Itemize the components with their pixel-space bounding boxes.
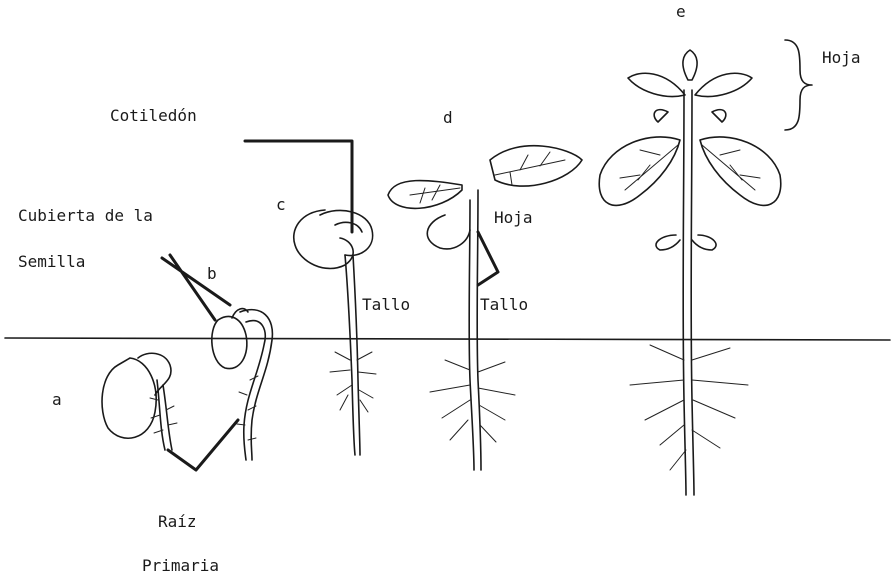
raiz-label-line1: Raíz xyxy=(158,514,197,530)
raiz-pointer xyxy=(168,420,238,470)
cubierta-pointer xyxy=(162,255,230,320)
stage-c-label: c xyxy=(276,197,286,213)
plant-e xyxy=(599,50,781,495)
stage-b-label: b xyxy=(207,266,217,282)
hoja-label-d: Hoja xyxy=(494,210,533,226)
raiz-label-line2: Primaria xyxy=(142,558,219,574)
stage-a-label: a xyxy=(52,392,62,408)
hoja-tallo-pointer-d xyxy=(478,232,498,285)
hoja-label-e: Hoja xyxy=(822,50,861,66)
cubierta-label-line2: Semilla xyxy=(18,254,85,270)
seed-b xyxy=(212,309,273,460)
stage-e-label: e xyxy=(676,4,686,20)
tallo-label-d: Tallo xyxy=(480,297,528,313)
tallo-label-c: Tallo xyxy=(362,297,410,313)
seed-a xyxy=(102,353,177,450)
cubierta-label-line1: Cubierta de la xyxy=(18,208,153,224)
ground-line xyxy=(5,338,890,340)
hoja-brace-e xyxy=(785,40,812,130)
seedling-c xyxy=(294,210,376,455)
stage-d-label: d xyxy=(443,110,453,126)
cotiledon-label: Cotiledón xyxy=(110,108,197,124)
cotiledon-pointer xyxy=(245,141,352,232)
